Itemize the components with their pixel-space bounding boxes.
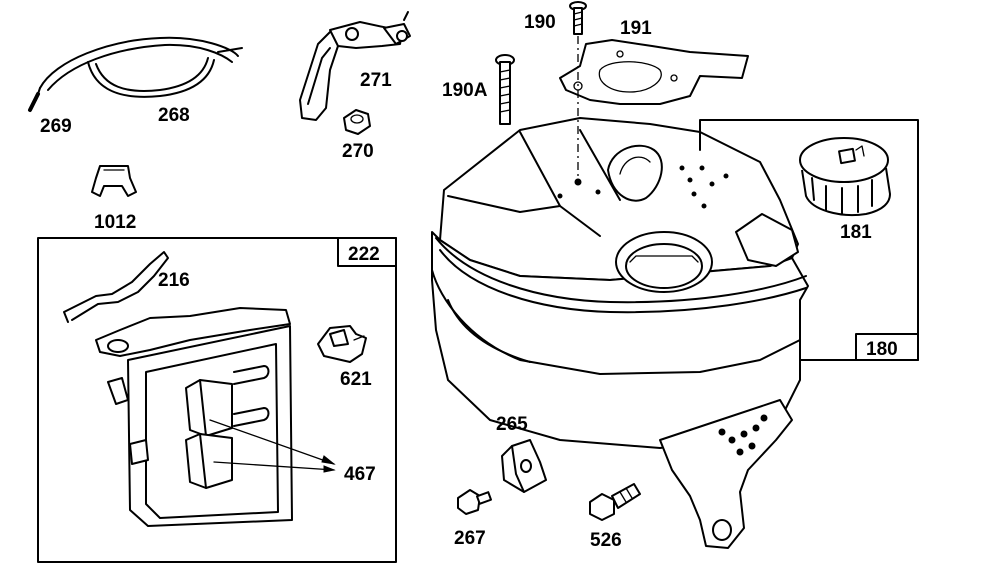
wire-link-part-216 bbox=[63, 251, 169, 323]
assembly-box-180 bbox=[699, 119, 919, 361]
clip-part-621 bbox=[317, 325, 367, 363]
label-268: 268 bbox=[158, 105, 190, 126]
clip-part-1012 bbox=[91, 165, 137, 197]
assembly-box-222 bbox=[37, 237, 397, 563]
label-270: 270 bbox=[342, 141, 374, 162]
label-222: 222 bbox=[348, 244, 380, 265]
label-267: 267 bbox=[454, 528, 486, 549]
label-1012: 1012 bbox=[94, 212, 136, 233]
screw-part-267 bbox=[457, 489, 493, 515]
control-bracket-part-271 bbox=[299, 11, 411, 121]
gasket-part-191 bbox=[559, 39, 749, 105]
cable-end-part-269 bbox=[28, 92, 40, 112]
label-180: 180 bbox=[866, 339, 898, 360]
bolt-part-190A bbox=[495, 54, 515, 125]
label-526: 526 bbox=[590, 530, 622, 551]
contact-block-part-467 bbox=[185, 379, 336, 489]
cable-part-268 bbox=[35, 36, 243, 101]
label-467: 467 bbox=[344, 464, 376, 485]
label-265: 265 bbox=[496, 414, 528, 435]
clip-part-265 bbox=[501, 439, 547, 493]
bolt-part-526 bbox=[589, 483, 641, 521]
label-269: 269 bbox=[40, 116, 72, 137]
fuel-pump-icon bbox=[838, 145, 865, 165]
label-190A: 190A bbox=[442, 80, 488, 101]
screw-part-190 bbox=[569, 1, 587, 35]
fuel-tank bbox=[431, 117, 809, 549]
fuel-cap-part-181 bbox=[799, 137, 891, 216]
label-181: 181 bbox=[840, 222, 872, 243]
label-190: 190 bbox=[524, 12, 556, 33]
label-621: 621 bbox=[340, 369, 372, 390]
nut-part-270 bbox=[343, 109, 371, 135]
label-216: 216 bbox=[158, 270, 190, 291]
label-191: 191 bbox=[620, 18, 652, 39]
label-271: 271 bbox=[360, 70, 392, 91]
